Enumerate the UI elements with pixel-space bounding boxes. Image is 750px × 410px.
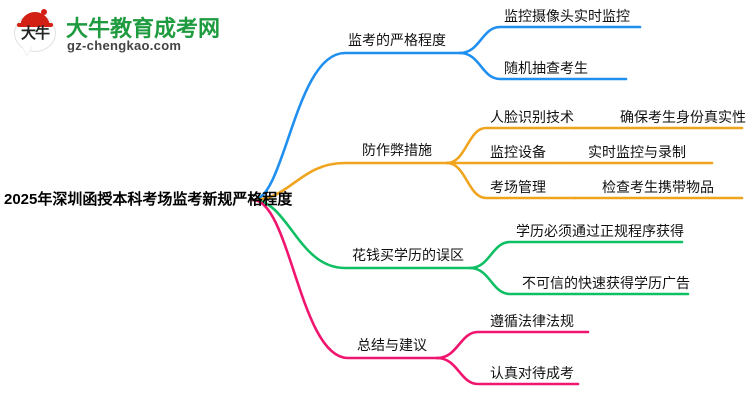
link-branch-4-to-child-1 <box>435 330 590 360</box>
logo-mark-icon: 大牛 <box>12 9 60 58</box>
child-node-3-2-label[interactable]: 不可信的快速获得学历广告 <box>522 275 690 291</box>
branch-node-4-label[interactable]: 总结与建议 <box>357 337 427 353</box>
leaf-node-2-2-1-label[interactable]: 实时监控与录制 <box>588 144 686 160</box>
logo-mark-text: 大牛 <box>20 25 50 42</box>
link-branch-4-to-child-2 <box>435 356 580 386</box>
link-root-to-branch-3 <box>251 198 472 270</box>
branch-node-3-label[interactable]: 花钱买学历的误区 <box>352 247 464 263</box>
link-branch-3-to-child-1 <box>468 240 684 270</box>
link-branch-3-to-child-2 <box>468 266 690 296</box>
child-node-1-2-label[interactable]: 随机抽查考生 <box>504 60 588 76</box>
child-node-2-1-label[interactable]: 人脸识别技术 <box>490 109 574 125</box>
branch-node-1-label[interactable]: 监考的严格程度 <box>348 32 446 48</box>
link-root-to-branch-4 <box>251 198 439 360</box>
child-node-2-3-label[interactable]: 考场管理 <box>490 179 546 195</box>
root-node-label[interactable]: 2025年深圳函授本科考场监考新规严格程度 <box>4 191 293 208</box>
branch-node-2-label[interactable]: 防作弊措施 <box>362 142 432 158</box>
link-branch-1-to-child-2 <box>458 51 628 81</box>
leaf-node-2-1-1-label[interactable]: 确保考生身份真实性 <box>620 109 746 125</box>
logo-site-url: gz-chengkao.com <box>67 38 182 53</box>
logo-cap-knob <box>41 9 47 15</box>
link-branch-1-to-child-1 <box>458 25 642 55</box>
link-root-to-branch-2 <box>251 161 449 202</box>
child-node-4-2-label[interactable]: 认真对待成考 <box>490 365 574 381</box>
link-branch-2-to-child-3 <box>445 161 577 200</box>
leaf-node-2-3-1-label[interactable]: 检查考生携带物品 <box>602 179 714 195</box>
site-logo: 大牛 大牛教育成考网 gz-chengkao.com <box>12 8 220 60</box>
child-node-3-1-label[interactable]: 学历必须通过正规程序获得 <box>516 223 684 239</box>
child-node-4-1-label[interactable]: 遵循法律法规 <box>490 313 574 329</box>
child-node-1-1-label[interactable]: 监控摄像头实时监控 <box>504 8 630 24</box>
link-root-to-branch-1 <box>251 51 462 202</box>
logo-bubble-tail <box>22 46 32 55</box>
logo-cap-band <box>17 23 53 27</box>
logo-site-name: 大牛教育成考网 <box>66 16 221 41</box>
child-node-2-2-label[interactable]: 监控设备 <box>490 144 546 160</box>
